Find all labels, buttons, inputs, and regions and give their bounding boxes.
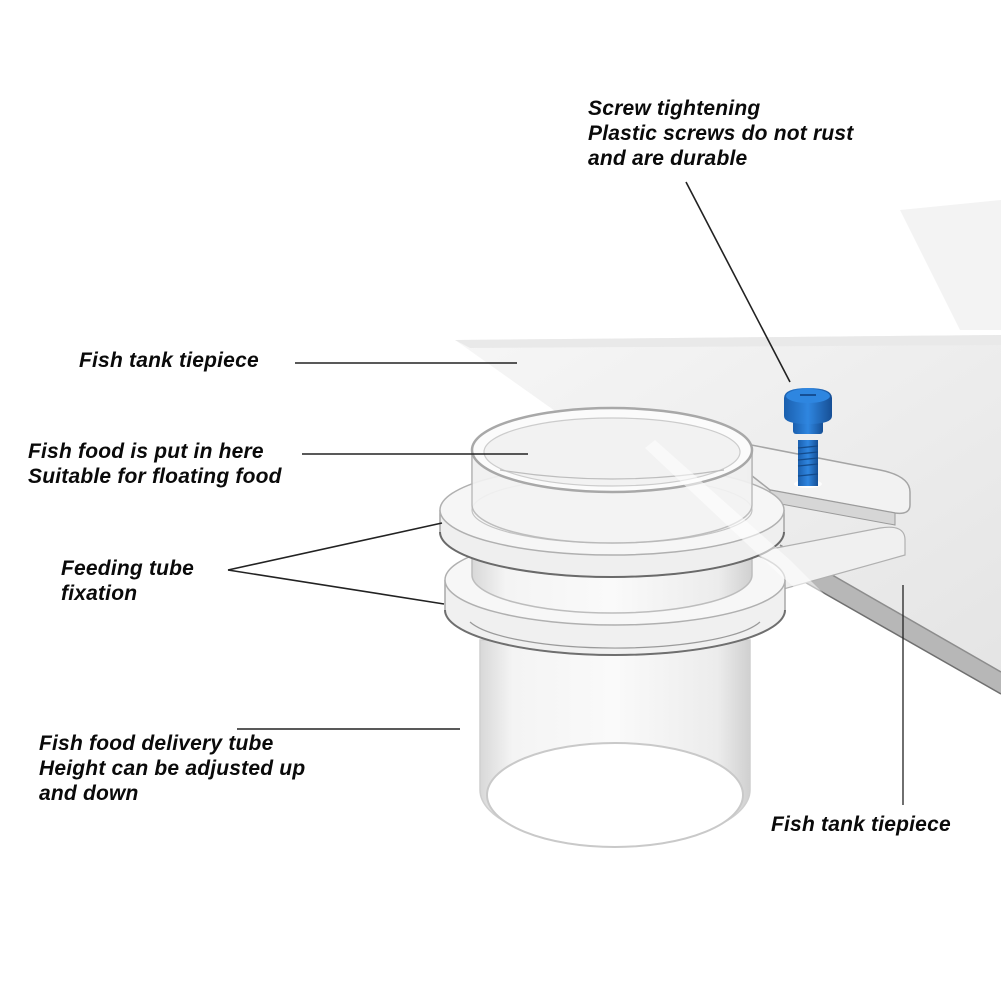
tube-fixation-line2: fixation — [61, 582, 138, 605]
tube-fixation-line1: Feeding tube — [61, 557, 195, 580]
tiepiece-bottom-annotation: Fish tank tiepiece — [771, 812, 951, 837]
leader-lines — [227, 181, 904, 805]
feeding-cup-rim — [470, 406, 754, 544]
delivery-tube-title: Fish food delivery tube — [39, 732, 274, 755]
delivery-tube-annotation: Fish food delivery tube Height can be ad… — [39, 731, 305, 806]
screw-annotation: Screw tightening Plastic screws do not r… — [588, 96, 853, 171]
leader-fixation-upper — [227, 522, 443, 571]
food-input-desc: Suitable for floating food — [28, 465, 282, 488]
leader-fixation-lower — [227, 569, 445, 605]
food-input-title: Fish food is put in here — [28, 440, 264, 463]
tiepiece-top-title: Fish tank tiepiece — [79, 349, 259, 372]
delivery-tube — [479, 639, 751, 848]
screw-desc-1: Plastic screws do not rust — [588, 122, 854, 145]
tiepiece-bottom-title: Fish tank tiepiece — [771, 813, 951, 836]
delivery-tube-desc-2: and down — [39, 782, 139, 805]
screw-desc-2: and are durable — [588, 147, 748, 170]
tiepiece-top-annotation: Fish tank tiepiece — [79, 348, 259, 373]
background-glass — [900, 200, 1001, 330]
blue-screw — [784, 388, 832, 488]
leader-screw — [685, 181, 791, 383]
screw-title: Screw tightening — [588, 97, 761, 120]
tube-fixation-annotation: Feeding tube fixation — [61, 556, 194, 606]
panel-edge-highlight — [645, 440, 830, 610]
delivery-tube-desc-1: Height can be adjusted up — [39, 757, 306, 780]
food-input-annotation: Fish food is put in here Suitable for fl… — [28, 439, 282, 489]
